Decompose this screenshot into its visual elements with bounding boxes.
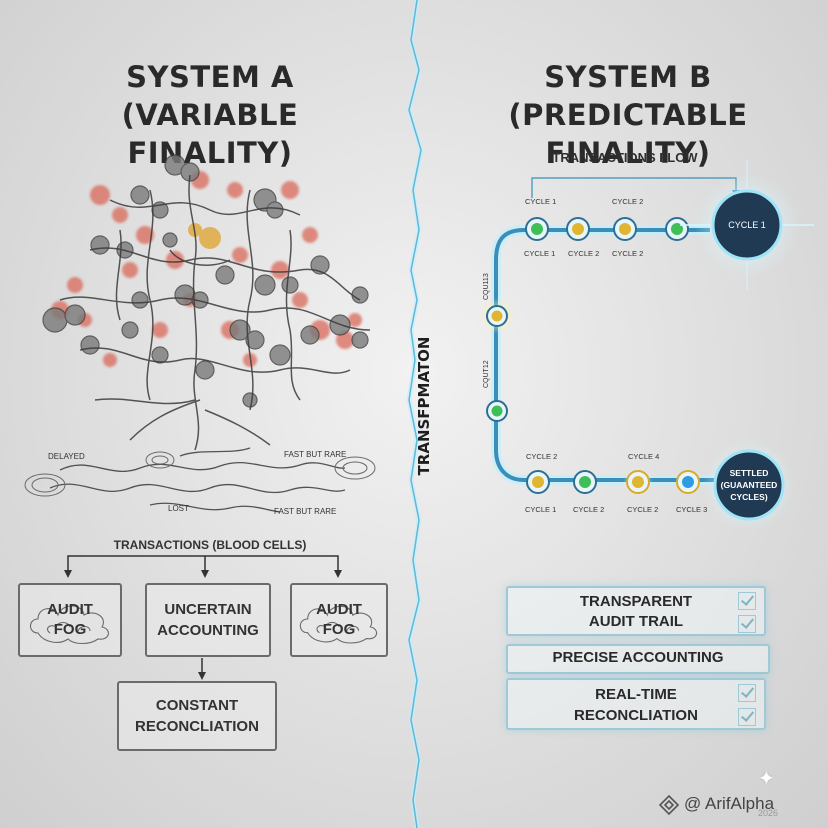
bottom-below-label-3: CYCLE 2 — [627, 505, 658, 514]
constant-line2: RECONCLIATION — [135, 718, 259, 735]
system-a-connectors — [64, 555, 342, 680]
checkmark-icon — [738, 615, 756, 633]
precise-accounting-text: PRECISE ACCOUNTING — [552, 649, 724, 666]
realtime-line2: RECONCLIATION — [574, 707, 698, 724]
uncertain-line1: UNCERTAIN — [164, 601, 252, 618]
audit-fog-right-line1: AUDIT — [316, 601, 362, 618]
flow-paths — [49, 447, 346, 513]
top-above-label-1: CYCLE 1 — [525, 197, 556, 206]
checkmark-icon — [738, 684, 756, 702]
bottom-below-label-2: CYCLE 2 — [573, 505, 604, 514]
system-b-title-line1: SYSTEM B — [544, 60, 712, 94]
watermark: @ ArifAlpha 2026 — [658, 790, 823, 820]
checkmark-icon — [738, 708, 756, 726]
bottom-below-label-1: CYCLE 1 — [525, 505, 556, 514]
fog-cloud-icon — [299, 605, 377, 644]
settled-node — [703, 439, 795, 531]
fog-swirls — [24, 451, 376, 497]
top-below-label-2: CYCLE 2 — [568, 249, 599, 258]
sparkle-icon: ✦ — [758, 768, 775, 790]
system-b-track: CYCLE 1 CYCLE 2 CYCLE 1 CYCLE 2 CYCLE 2 … — [479, 160, 814, 531]
precise-accounting-box: PRECISE ACCOUNTING — [506, 644, 770, 674]
constant-line1: CONSTANT — [155, 697, 239, 714]
label-fast-rare-top: FAST BUT RARE — [284, 450, 346, 459]
watermark-text: @ ArifAlpha — [684, 794, 775, 813]
uncertain-line2: ACCOUNTING — [157, 622, 259, 639]
watermark-subtext: 2026 — [758, 808, 779, 818]
top-above-label-2: CYCLE 2 — [612, 197, 643, 206]
label-lost: LOST — [168, 504, 189, 513]
side-label-upper: CQU113 — [483, 273, 490, 300]
audit-fog-left-line2: FOG — [53, 621, 87, 638]
top-below-label-3: CYCLE 2 — [612, 249, 643, 258]
divider-label-text: TRANSFPMATON — [415, 336, 433, 476]
top-below-label-1: CYCLE 1 — [524, 249, 555, 258]
settled-line2: (GUAANTEED — [721, 480, 778, 490]
audit-fog-right-box: AUDIT FOG — [290, 583, 388, 657]
settled-line1: SETTLED — [730, 468, 769, 478]
checkmark-icon — [738, 592, 756, 610]
transparent-line2: AUDIT TRAIL — [588, 613, 684, 630]
system-b-title-line2: (PREDICTABLE FINALITY) — [508, 98, 748, 170]
audit-fog-right-line2: FOG — [322, 621, 356, 638]
bottom-below-label-4: CYCLE 3 — [676, 505, 707, 514]
transparent-audit-trail-box: TRANSPARENT AUDIT TRAIL — [506, 586, 766, 636]
system-a-title: SYSTEM A (VARIABLE FINALITY) — [40, 58, 380, 172]
bottom-above-label-1: CYCLE 2 — [526, 452, 557, 461]
bottom-above-label-2: CYCLE 4 — [628, 452, 659, 461]
transactions-flow-label: TRANSACTIONS FLOW — [552, 150, 698, 165]
uncertain-accounting-box: UNCERTAIN ACCOUNTING — [145, 583, 271, 657]
system-a-title-line1: SYSTEM A — [126, 60, 294, 94]
settled-line3: CYCLES) — [730, 492, 767, 502]
label-delayed: DELAYED — [48, 452, 85, 461]
audit-fog-left-line1: AUDIT — [47, 601, 93, 618]
audit-fog-left-box: AUDIT FOG — [18, 583, 122, 657]
label-fast-rare-bottom: FAST BUT RARE — [274, 507, 336, 516]
side-label-lower: CQUT12 — [483, 360, 490, 388]
system-a-tangle-diagram: DELAYED FAST BUT RARE LOST FAST BUT RARE — [24, 154, 376, 516]
system-b-title: SYSTEM B (PREDICTABLE FINALITY) — [448, 58, 808, 172]
transparent-line1: TRANSPARENT — [579, 593, 693, 610]
transactions-blood-cells-label: TRANSACTIONS (BLOOD CELLS) — [113, 538, 307, 552]
fog-cloud-icon — [29, 605, 109, 645]
side-cycle-nodes — [479, 298, 515, 422]
real-time-reconciliation-box: REAL-TIME RECONCLIATION — [506, 678, 766, 730]
tangled-paths — [59, 174, 371, 451]
big-cycle-node — [680, 160, 814, 290]
big-cycle-label: CYCLE 1 — [728, 220, 766, 230]
lightning-divider — [406, 0, 424, 828]
realtime-line1: REAL-TIME — [595, 686, 677, 703]
diamond-logo-icon — [658, 794, 680, 816]
bottom-cycle-nodes — [526, 467, 700, 497]
system-a-title-line2: (VARIABLE FINALITY) — [121, 98, 299, 170]
constant-reconciliation-box: CONSTANT RECONCLIATION — [117, 681, 277, 751]
